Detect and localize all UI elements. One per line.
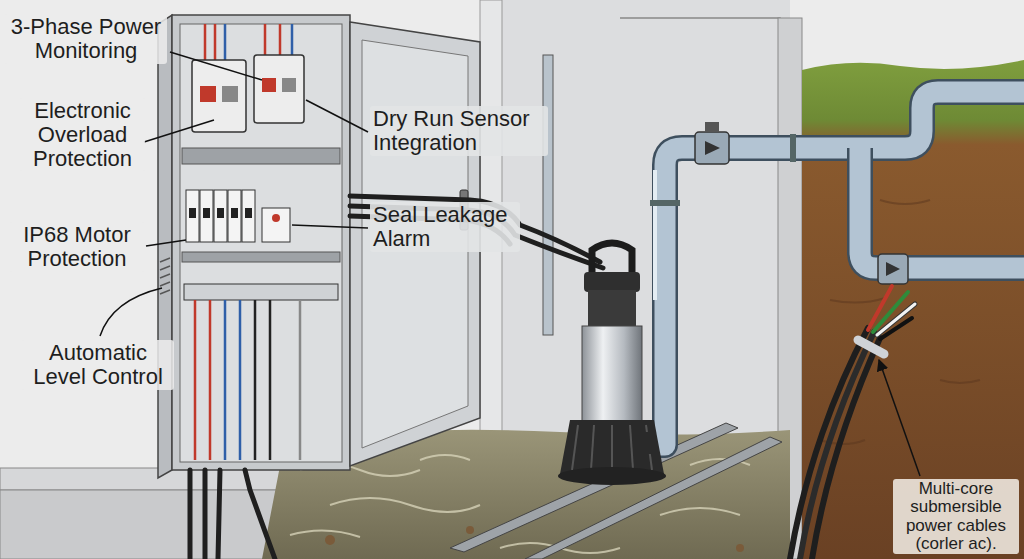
control-cabinet bbox=[158, 15, 350, 478]
gate-valve bbox=[878, 254, 908, 284]
floor-ledge bbox=[0, 468, 300, 490]
submersible-pump bbox=[558, 243, 666, 485]
callout-label: 3-Phase Power Monitoring bbox=[5, 14, 167, 64]
alarm-module bbox=[262, 208, 290, 242]
callout-label: IP68 Motor Protection bbox=[10, 222, 144, 272]
callout-label: Seal Leakage Alarm bbox=[370, 202, 520, 252]
power-cable bbox=[190, 196, 603, 559]
callout-label: Automatic Level Control bbox=[22, 340, 174, 390]
vent-pipe bbox=[543, 55, 553, 335]
callout-label: Electronic Overload Protection bbox=[20, 98, 145, 171]
callout-label: Dry Run Sensor Integration bbox=[370, 106, 548, 156]
check-valve bbox=[695, 132, 729, 164]
wall-edge bbox=[620, 18, 780, 450]
pit-wall bbox=[490, 0, 790, 450]
leader-line bbox=[100, 52, 920, 476]
callout-label: Multi-core submersible power cables (cor… bbox=[893, 479, 1019, 554]
